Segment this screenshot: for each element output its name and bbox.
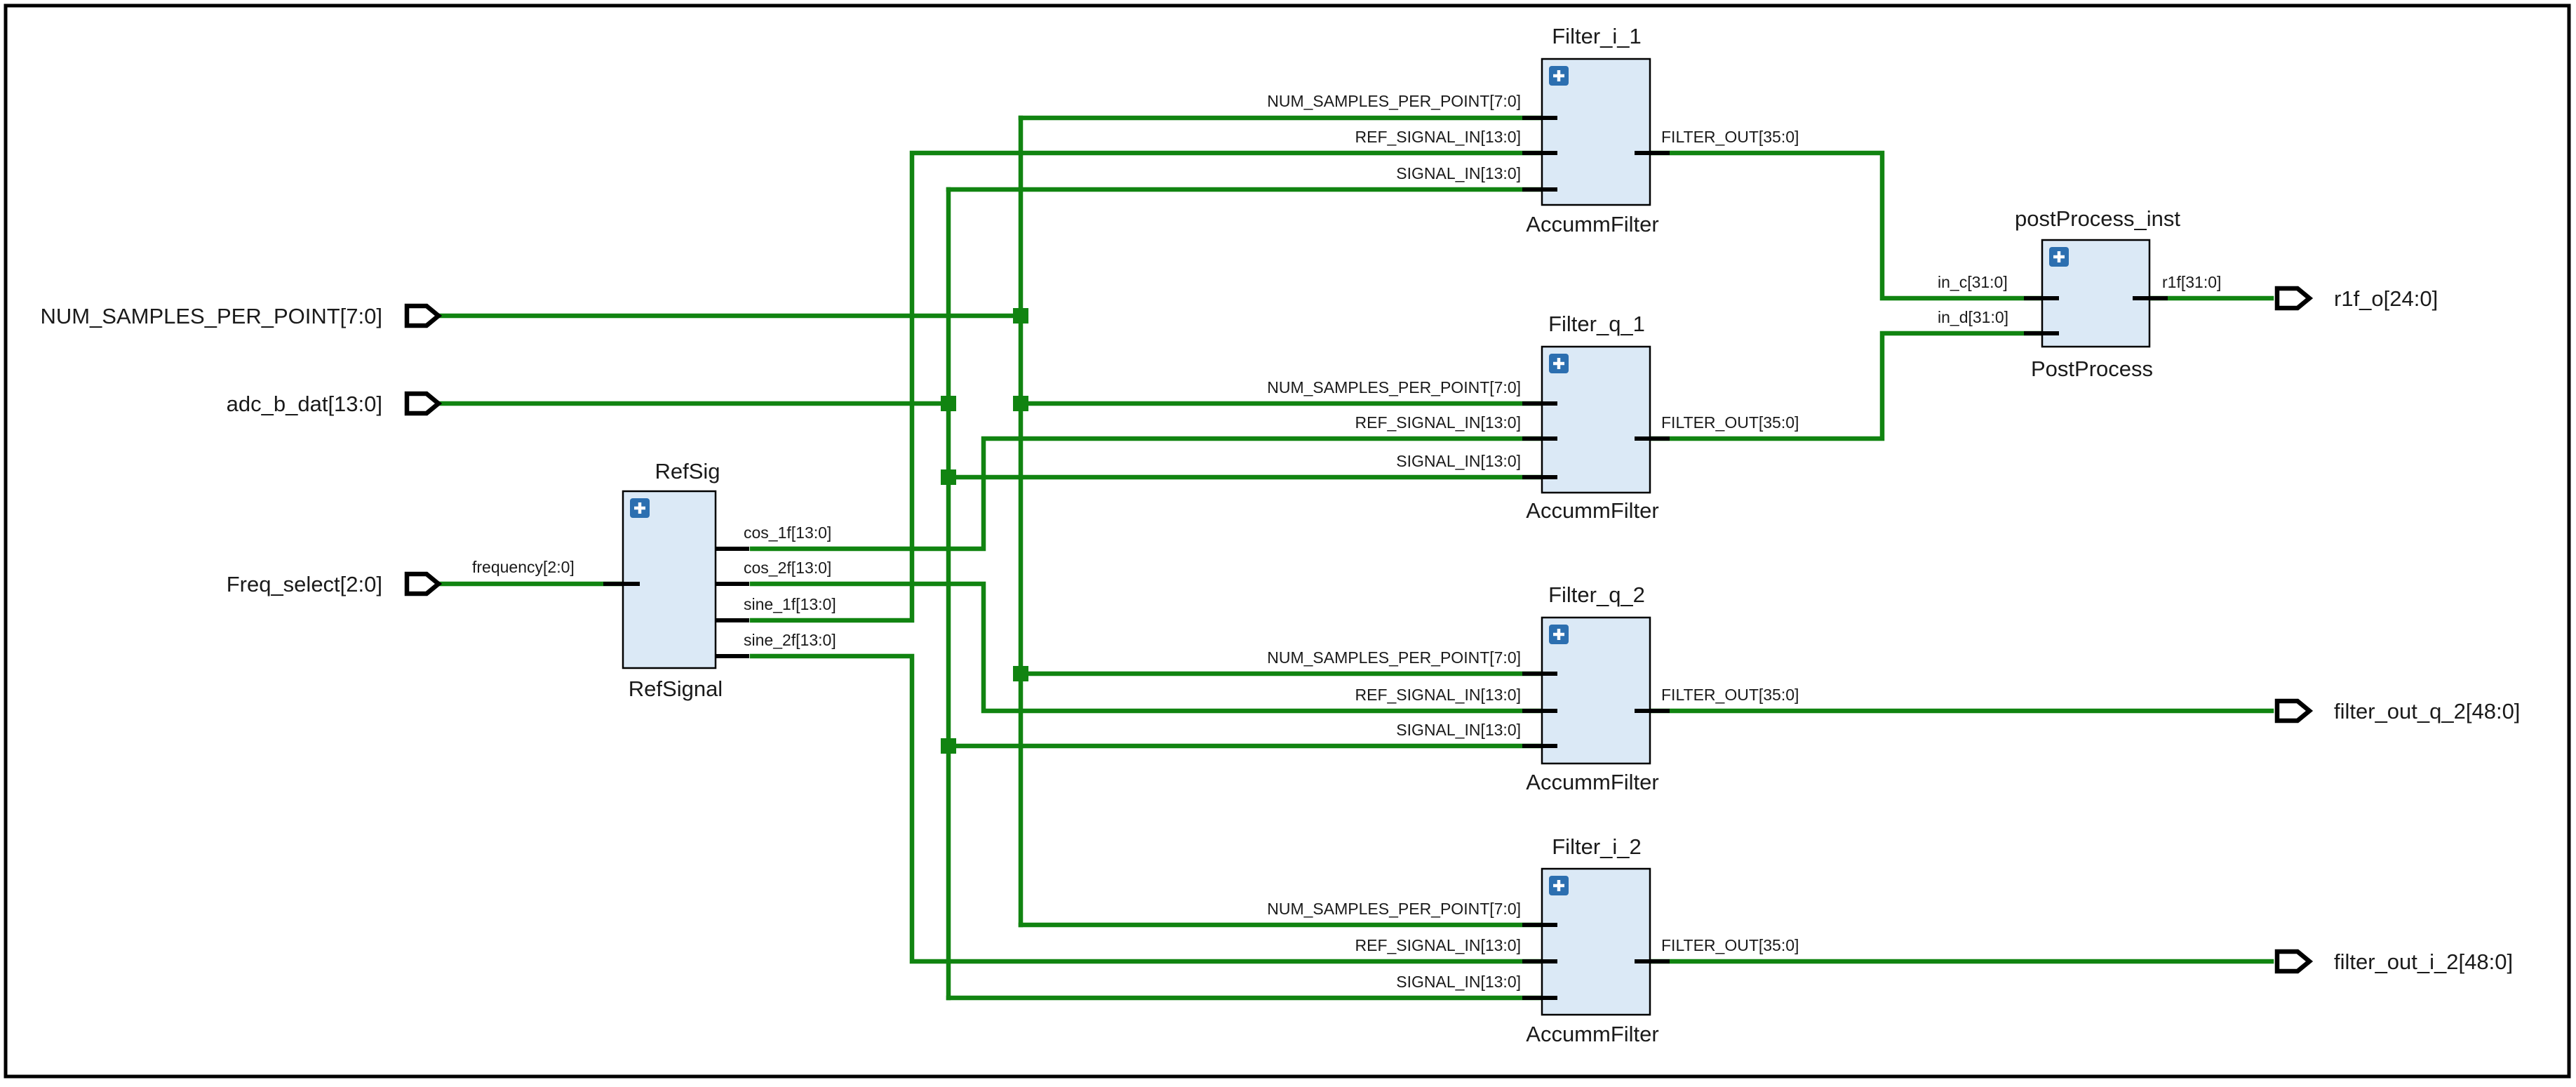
output-port-filter-out-i-2[interactable]: filter_out_i_2[48:0]	[2274, 949, 2513, 974]
block-body[interactable]	[1541, 616, 1651, 765]
block-instance-name: postProcess_inst	[2015, 206, 2180, 231]
port-label-sine-2f: sine_2f[13:0]	[744, 631, 836, 649]
junction-dots	[941, 308, 1028, 754]
port-label-in-d: in_d[31:0]	[1938, 308, 2008, 326]
port-label-signal-in: SIGNAL_IN[13:0]	[1396, 973, 1521, 991]
port-label-cos-1f: cos_1f[13:0]	[744, 524, 831, 542]
input-port-freq-select[interactable]: Freq_select[2:0]	[227, 571, 443, 596]
pentagon-arrow-icon[interactable]	[2274, 698, 2314, 723]
port-label-ref-signal-in: REF_SIGNAL_IN[13:0]	[1355, 413, 1522, 432]
port-label-r1f: r1f[31:0]	[2162, 273, 2221, 291]
pentagon-arrow-icon[interactable]	[404, 391, 443, 416]
wire-cos-2f[interactable]	[749, 581, 1545, 714]
wire-cos-1f[interactable]	[749, 436, 1545, 552]
block-type-name: AccummFilter	[1526, 1022, 1658, 1046]
junction-dot	[1013, 666, 1028, 681]
output-port-label: r1f_o[24:0]	[2334, 286, 2438, 311]
wire-sine-1f[interactable]	[749, 150, 1545, 623]
port-label-sine-1f: sine_1f[13:0]	[744, 595, 836, 613]
block-type-name: AccummFilter	[1526, 212, 1658, 236]
junction-dot	[1013, 396, 1028, 411]
output-port-filter-out-q-2[interactable]: filter_out_q_2[48:0]	[2274, 698, 2520, 723]
port-label-filter-out: FILTER_OUT[35:0]	[1661, 686, 1799, 704]
port-label-in-c: in_c[31:0]	[1938, 273, 2008, 291]
block-instance-name: Filter_q_1	[1548, 312, 1645, 336]
port-label-ref-signal-in: REF_SIGNAL_IN[13:0]	[1355, 936, 1522, 954]
port-label-filter-out: FILTER_OUT[35:0]	[1661, 413, 1799, 432]
junction-dot	[941, 469, 956, 485]
port-label-signal-in: SIGNAL_IN[13:0]	[1396, 721, 1521, 739]
input-port-adc-b-dat[interactable]: adc_b_dat[13:0]	[227, 391, 443, 416]
block-postprocess[interactable]: postProcess_inst in_c[31:0] in_d[31:0] r…	[1938, 206, 2221, 381]
block-filter-q-2[interactable]: Filter_q_2 NUM_SAMPLES_PER_POINT[7:0] RE…	[1267, 582, 1799, 794]
block-filter-q-1[interactable]: Filter_q_1 NUM_SAMPLES_PER_POINT[7:0] RE…	[1267, 312, 1799, 523]
wire-sine-2f[interactable]	[749, 653, 1545, 964]
wires	[436, 115, 2274, 1001]
block-type-name: PostProcess	[2031, 356, 2153, 381]
pentagon-arrow-icon[interactable]	[2274, 949, 2314, 974]
output-port-label: filter_out_i_2[48:0]	[2334, 949, 2513, 974]
port-label-num-samples: NUM_SAMPLES_PER_POINT[7:0]	[1267, 378, 1521, 396]
port-label-num-samples: NUM_SAMPLES_PER_POINT[7:0]	[1267, 92, 1521, 110]
block-filter-i-1[interactable]: Filter_i_1 NUM_SAMPLES_PER_POINT[7:0] RE…	[1267, 24, 1799, 236]
port-label-frequency: frequency[2:0]	[472, 558, 575, 576]
input-port-label: NUM_SAMPLES_PER_POINT[7:0]	[40, 304, 382, 328]
block-instance-name: Filter_i_1	[1552, 24, 1642, 48]
port-label-filter-out: FILTER_OUT[35:0]	[1661, 128, 1799, 146]
block-type-name: AccummFilter	[1526, 770, 1658, 794]
junction-dot	[941, 396, 956, 411]
port-label-num-samples: NUM_SAMPLES_PER_POINT[7:0]	[1267, 648, 1521, 667]
pentagon-arrow-icon[interactable]	[2274, 286, 2314, 311]
block-body[interactable]	[622, 490, 717, 669]
port-label-cos-2f: cos_2f[13:0]	[744, 559, 831, 577]
output-port-r1f-o[interactable]: r1f_o[24:0]	[2274, 286, 2438, 311]
output-port-label: filter_out_q_2[48:0]	[2334, 699, 2520, 723]
input-port-label: Freq_select[2:0]	[227, 572, 382, 596]
pentagon-arrow-icon[interactable]	[404, 303, 443, 328]
block-refsig[interactable]: RefSig RefSignal frequency[2:0] cos_1f[1…	[472, 459, 836, 701]
junction-dot	[1013, 308, 1028, 324]
port-label-num-samples: NUM_SAMPLES_PER_POINT[7:0]	[1267, 900, 1521, 918]
block-instance-name: Filter_q_2	[1548, 582, 1645, 607]
port-label-signal-in: SIGNAL_IN[13:0]	[1396, 452, 1521, 470]
junction-dot	[941, 738, 956, 754]
input-port-label: adc_b_dat[13:0]	[227, 392, 382, 416]
block-type-name: AccummFilter	[1526, 498, 1658, 523]
block-type-name: RefSignal	[629, 676, 723, 701]
wire-filter-q1-out[interactable]	[1647, 331, 2060, 441]
port-label-filter-out: FILTER_OUT[35:0]	[1661, 936, 1799, 954]
block-filter-i-2[interactable]: Filter_i_2 NUM_SAMPLES_PER_POINT[7:0] RE…	[1267, 834, 1799, 1046]
block-instance-name: RefSig	[655, 459, 720, 484]
port-label-signal-in: SIGNAL_IN[13:0]	[1396, 164, 1521, 182]
port-label-ref-signal-in: REF_SIGNAL_IN[13:0]	[1355, 128, 1522, 146]
block-instance-name: Filter_i_2	[1552, 834, 1642, 859]
pentagon-arrow-icon[interactable]	[404, 571, 443, 596]
wire-filter-i1-out[interactable]	[1647, 150, 2060, 301]
input-port-num-samples[interactable]: NUM_SAMPLES_PER_POINT[7:0]	[40, 303, 443, 328]
schematic-frame	[4, 4, 2571, 1079]
port-label-ref-signal-in: REF_SIGNAL_IN[13:0]	[1355, 686, 1522, 704]
